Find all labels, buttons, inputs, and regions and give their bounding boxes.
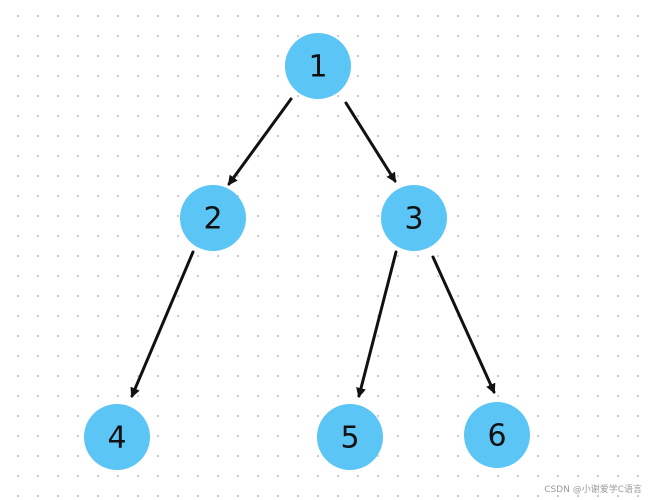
edge-3-to-5-arrow [356, 250, 398, 398]
edge-1-to-3-arrow [344, 101, 397, 183]
tree-node-2: 2 [180, 185, 246, 251]
edge-2-to-4-arrow [130, 250, 195, 398]
edge-3-to-6-arrow [431, 255, 496, 394]
tree-node-label: 1 [308, 50, 327, 85]
tree-node-label: 6 [487, 419, 506, 454]
edge-1-to-2-arrow [227, 97, 293, 186]
tree-node-label: 5 [340, 421, 359, 456]
tree-node-label: 2 [203, 202, 222, 237]
watermark: CSDN @小谢爱学C语言 [544, 485, 642, 495]
tree-node-circle [381, 185, 447, 251]
tree-node-4: 4 [84, 404, 150, 470]
nodes-layer: 1 2 3 4 5 6 [84, 33, 530, 470]
tree-node-circle [464, 402, 530, 468]
tree-node-label: 3 [404, 202, 423, 237]
tree-node-1: 1 [285, 33, 351, 99]
tree-node-circle [317, 404, 383, 470]
tree-node-3: 3 [381, 185, 447, 251]
tree-node-circle [84, 404, 150, 470]
edges-layer [130, 97, 496, 398]
tree-node-circle [285, 33, 351, 99]
tree-node-5: 5 [317, 404, 383, 470]
tree-node-6: 6 [464, 402, 530, 468]
tree-node-label: 4 [107, 421, 126, 456]
tree-node-circle [180, 185, 246, 251]
